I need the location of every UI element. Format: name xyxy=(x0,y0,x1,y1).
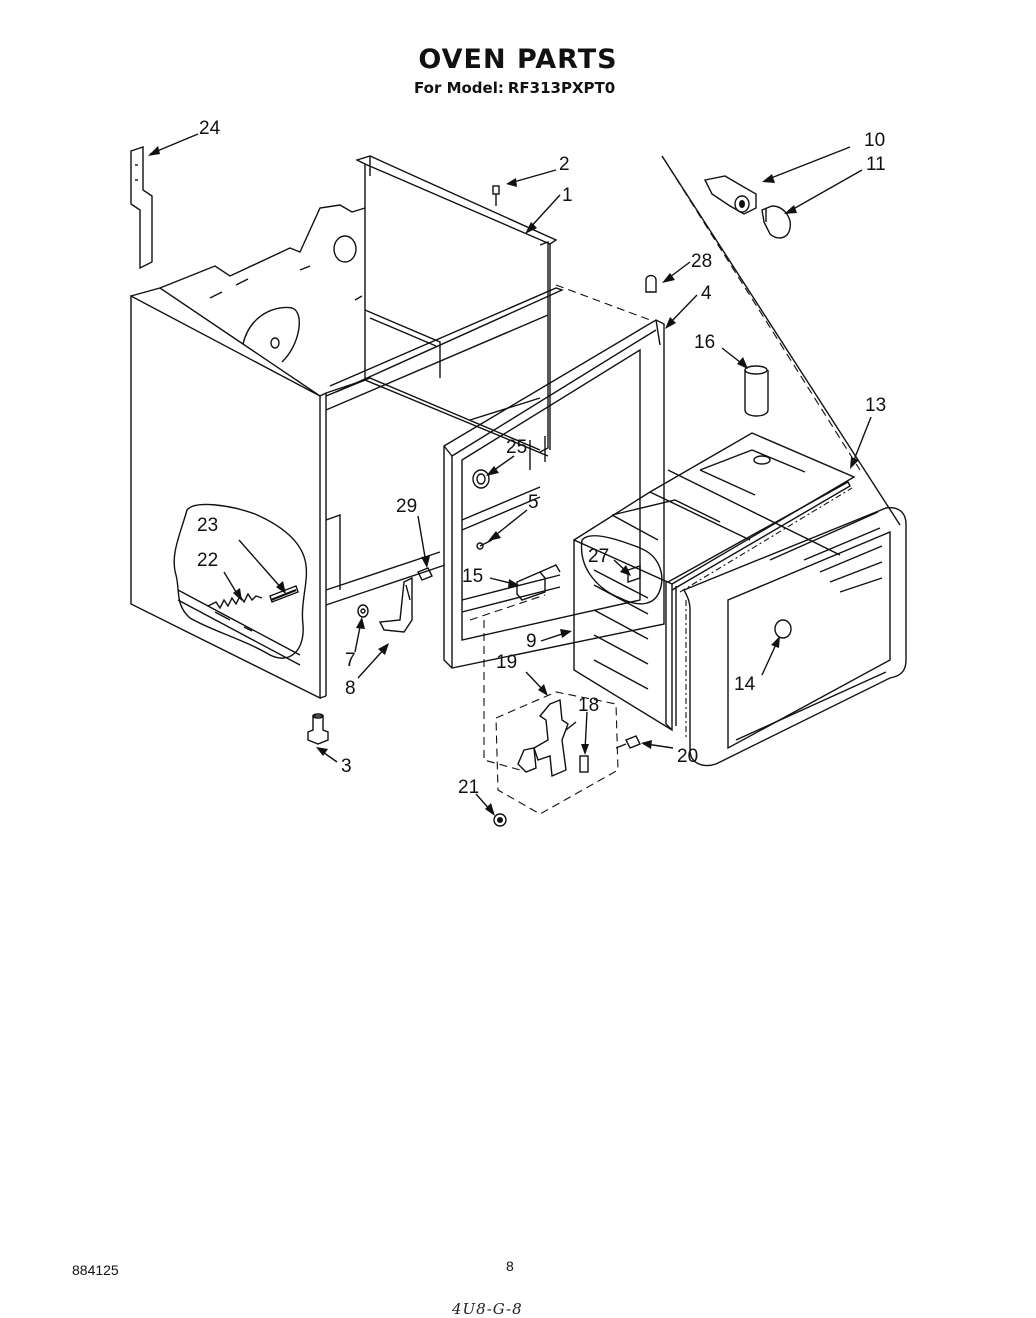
callout-15: 15 xyxy=(462,566,483,587)
handwritten-note: 4U8-G-8 xyxy=(452,1300,523,1318)
part-27-clip xyxy=(580,535,663,605)
callout-22: 22 xyxy=(197,550,218,571)
callout-13: 13 xyxy=(865,395,886,416)
callout-3: 3 xyxy=(341,756,352,777)
part-23-rod xyxy=(269,585,299,603)
model-prefix: For Model: xyxy=(414,79,504,97)
part-8-hinge xyxy=(378,576,413,633)
callout-7: 7 xyxy=(345,650,356,671)
callout-25: 25 xyxy=(506,437,527,458)
part-3-foot xyxy=(307,713,329,745)
part-9-oven-liner xyxy=(573,432,907,767)
part-10-light-socket xyxy=(703,175,757,215)
callout-1: 1 xyxy=(562,185,573,206)
part-19-door-hinge xyxy=(517,699,577,778)
part-15-bracket xyxy=(516,564,561,601)
callout-10: 10 xyxy=(864,130,885,151)
part-4-front-frame xyxy=(443,284,665,669)
part-21-nut xyxy=(493,813,507,827)
part-28-plug xyxy=(645,274,657,293)
assembly-leader-line xyxy=(661,155,901,526)
callout-21: 21 xyxy=(458,777,479,798)
callout-11: 11 xyxy=(866,154,886,175)
callout-9: 9 xyxy=(526,631,537,652)
part-29-plug xyxy=(417,567,433,581)
part-1-cabinet xyxy=(130,155,564,700)
page-title: OVEN PARTS xyxy=(418,44,618,75)
part-24-bracket xyxy=(130,146,153,270)
part-5-screw xyxy=(476,539,493,550)
callout-24: 24 xyxy=(199,118,221,139)
part-16-tube xyxy=(744,365,771,465)
callout-4: 4 xyxy=(701,283,712,304)
model-number: RF313PXPT0 xyxy=(507,79,616,97)
hinge-assembly-outline xyxy=(495,691,619,815)
callout-16: 16 xyxy=(694,332,715,353)
document-number: 884125 xyxy=(72,1262,119,1278)
callout-23: 23 xyxy=(197,515,218,536)
callout-14: 14 xyxy=(734,674,756,695)
callout-2: 2 xyxy=(559,154,570,175)
callout-arrows xyxy=(148,133,872,816)
callout-8: 8 xyxy=(345,678,356,699)
callout-5: 5 xyxy=(528,492,539,513)
part-22-spring xyxy=(207,592,263,610)
model-subtitle: For Model:RF313PXPT0 xyxy=(414,79,619,97)
part-18-pin xyxy=(579,755,589,773)
callout-27: 27 xyxy=(588,546,609,567)
callout-18: 18 xyxy=(578,695,599,716)
hinge-link-dashed xyxy=(483,620,521,771)
part-11-light-bulb xyxy=(761,205,791,239)
callout-29: 29 xyxy=(396,496,417,517)
part-7-washer xyxy=(357,604,369,618)
callout-28: 28 xyxy=(691,251,712,272)
callout-20: 20 xyxy=(677,746,698,767)
assembly-leader-dashed xyxy=(661,155,861,471)
part-14-plug xyxy=(774,619,792,639)
callout-19: 19 xyxy=(496,652,517,673)
part-2-screw xyxy=(492,185,500,206)
part-20-screw xyxy=(615,735,641,749)
part-25-grommet xyxy=(472,469,490,489)
page-number: 8 xyxy=(506,1258,514,1274)
